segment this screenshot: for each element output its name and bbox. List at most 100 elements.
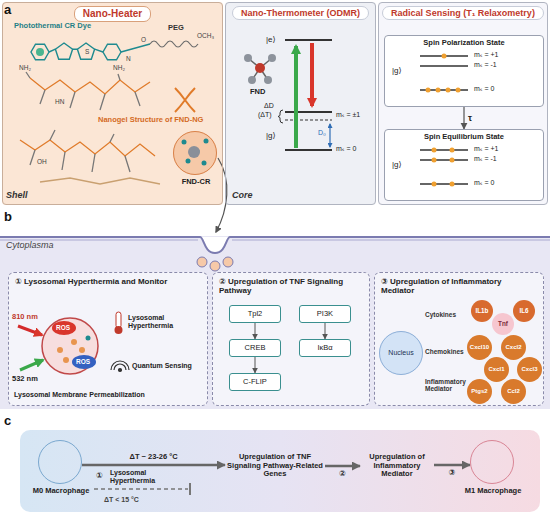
step-text-text: Upregulation of TNF Signaling Pathway-Re… [225, 453, 325, 479]
spin-levels [420, 159, 468, 161]
energy-levels [285, 149, 332, 151]
cytokine-circle-text: Tnf [498, 320, 508, 327]
cell-circle: M0 Macrophage [38, 440, 82, 484]
photothermal-dye [31, 44, 49, 60]
chemokine-circle-fill [467, 335, 492, 360]
energy-levels [285, 111, 332, 113]
cytokine-circle: IL1b [471, 300, 493, 322]
nanogel-network [26, 72, 140, 110]
gene-box-fill [229, 373, 281, 391]
endocytosis [223, 257, 233, 267]
connector-arrow [463, 107, 464, 129]
process-label: Lysosomal Hyperthermia [128, 314, 200, 330]
nanogel-network [175, 88, 195, 112]
chemokine-circle-text: Cxcl3 [521, 366, 537, 373]
process-panel-text: ① Lysosomal Hyperthermia and Monitor [9, 273, 207, 290]
lysosome [86, 336, 91, 341]
lysosome [42, 318, 98, 374]
nanoparticle-dots [186, 159, 191, 164]
gene-box-fill [229, 305, 281, 323]
spin-levels [420, 183, 468, 185]
energy-levels [278, 110, 283, 123]
gene-box-text: C-FLIP [241, 378, 269, 387]
nv-center-molecule [244, 54, 276, 84]
chemokine-circle-text: Ptgs2 [471, 388, 487, 395]
chemokine-circle: Cxcl10 [467, 335, 492, 360]
connector-arrow [255, 323, 256, 339]
process-panel-fill [212, 272, 370, 406]
chemokine-circle-text: Cxcl10 [470, 344, 489, 351]
connector-arrow [325, 465, 360, 468]
nv-center-molecule [268, 54, 276, 62]
photothermal-dye [77, 43, 94, 59]
group-label: Chemokines [425, 348, 464, 355]
state-label: |e⟩ [266, 35, 276, 44]
spin-levels [420, 65, 468, 67]
cytokine-circle: IL6 [513, 300, 535, 322]
state-box-text: Spin Equilibrium State [385, 130, 543, 145]
gene-box-fill [299, 305, 351, 323]
part-label: Photothermal CR Dye [14, 22, 91, 31]
wavelength-label: 810 nm [12, 313, 38, 322]
nucleus-circle-fill [379, 331, 423, 375]
photothermal-dye [103, 44, 121, 60]
gene-box-text: Tpl2 [246, 310, 265, 319]
region-label: Core [232, 190, 253, 200]
spin-dots [432, 148, 437, 153]
spin-dots [436, 88, 441, 93]
chemokine-circle: Cxcl3 [517, 357, 542, 382]
process-panel: ③ Upregulation of Inflammatory MediatorN… [374, 272, 544, 406]
spin-dots [446, 88, 451, 93]
gene-box: Tpl2 [229, 305, 281, 323]
gene-box-fill [229, 339, 281, 357]
level-label: mₛ = +1 [474, 51, 498, 59]
nanoparticle-dots [188, 146, 200, 158]
chemokine-circle-fill [501, 335, 526, 360]
connector-arrow [434, 464, 470, 467]
lysosome [52, 321, 76, 335]
blocked-path [189, 483, 191, 495]
level-label: mₛ = 0 [474, 179, 494, 187]
endocytosis [210, 261, 220, 271]
process-panel-fill [374, 272, 544, 406]
panel-letter: c [4, 414, 11, 429]
atom-label: NH₂ [112, 64, 126, 71]
level-label: mₛ = -1 [474, 155, 497, 163]
sensing-icon [111, 361, 129, 372]
lysosome [79, 347, 85, 353]
edge-label: ΔT ~ 23-26 °C [128, 453, 180, 462]
cell-circle-text: M1 Macrophage [433, 487, 550, 496]
peg-chain [150, 41, 198, 47]
blocked-path [94, 483, 190, 495]
level-label: mₛ = +1 [474, 145, 498, 153]
nanoparticle-circle: FND-CR [173, 131, 217, 175]
chemokine-circle-text: Cxcl1 [488, 366, 504, 373]
chemokine-circle: Ccl2 [501, 379, 526, 404]
process-label: Lysosomal Membrane Permeabilization [14, 391, 145, 399]
nv-center-molecule [264, 76, 272, 84]
part-label: FND [250, 88, 265, 97]
state-box-text: Spin Polarization State [385, 36, 543, 51]
step-text: Upregulation of TNF Signaling Pathway-Re… [225, 446, 325, 486]
panel: Radical Sensing (T₁ Relaxometry)Spin Pol… [378, 2, 548, 205]
transition-arrows [296, 43, 330, 148]
chemokine-circle-fill [484, 357, 509, 382]
cytokine-circle-fill [471, 300, 493, 322]
nanogel-network [30, 78, 150, 94]
chemokine-circle: Cxcl1 [484, 357, 509, 382]
nanoparticle-dots [204, 139, 209, 144]
spin-dots [450, 148, 455, 153]
chemokine-circle-text: Ccl2 [507, 388, 520, 395]
photothermal-dye [36, 48, 44, 56]
panel-letter: a [4, 3, 11, 18]
panel-fill [225, 2, 376, 205]
wavelength-label: 532 nm [12, 375, 38, 384]
region-label: Shell [6, 190, 28, 200]
gene-box-text: IκBα [315, 344, 334, 353]
quantity-label: ΔD [264, 102, 274, 110]
process-panel: ② Upregulation of TNF Signaling PathwayT… [212, 272, 370, 406]
spin-dots [426, 88, 431, 93]
chemokine-circle: Cxcl2 [501, 335, 526, 360]
condition-label: ΔT < 15 °C [104, 496, 139, 504]
process-panel: ① Lysosomal Hyperthermia and Monitor [8, 272, 208, 406]
